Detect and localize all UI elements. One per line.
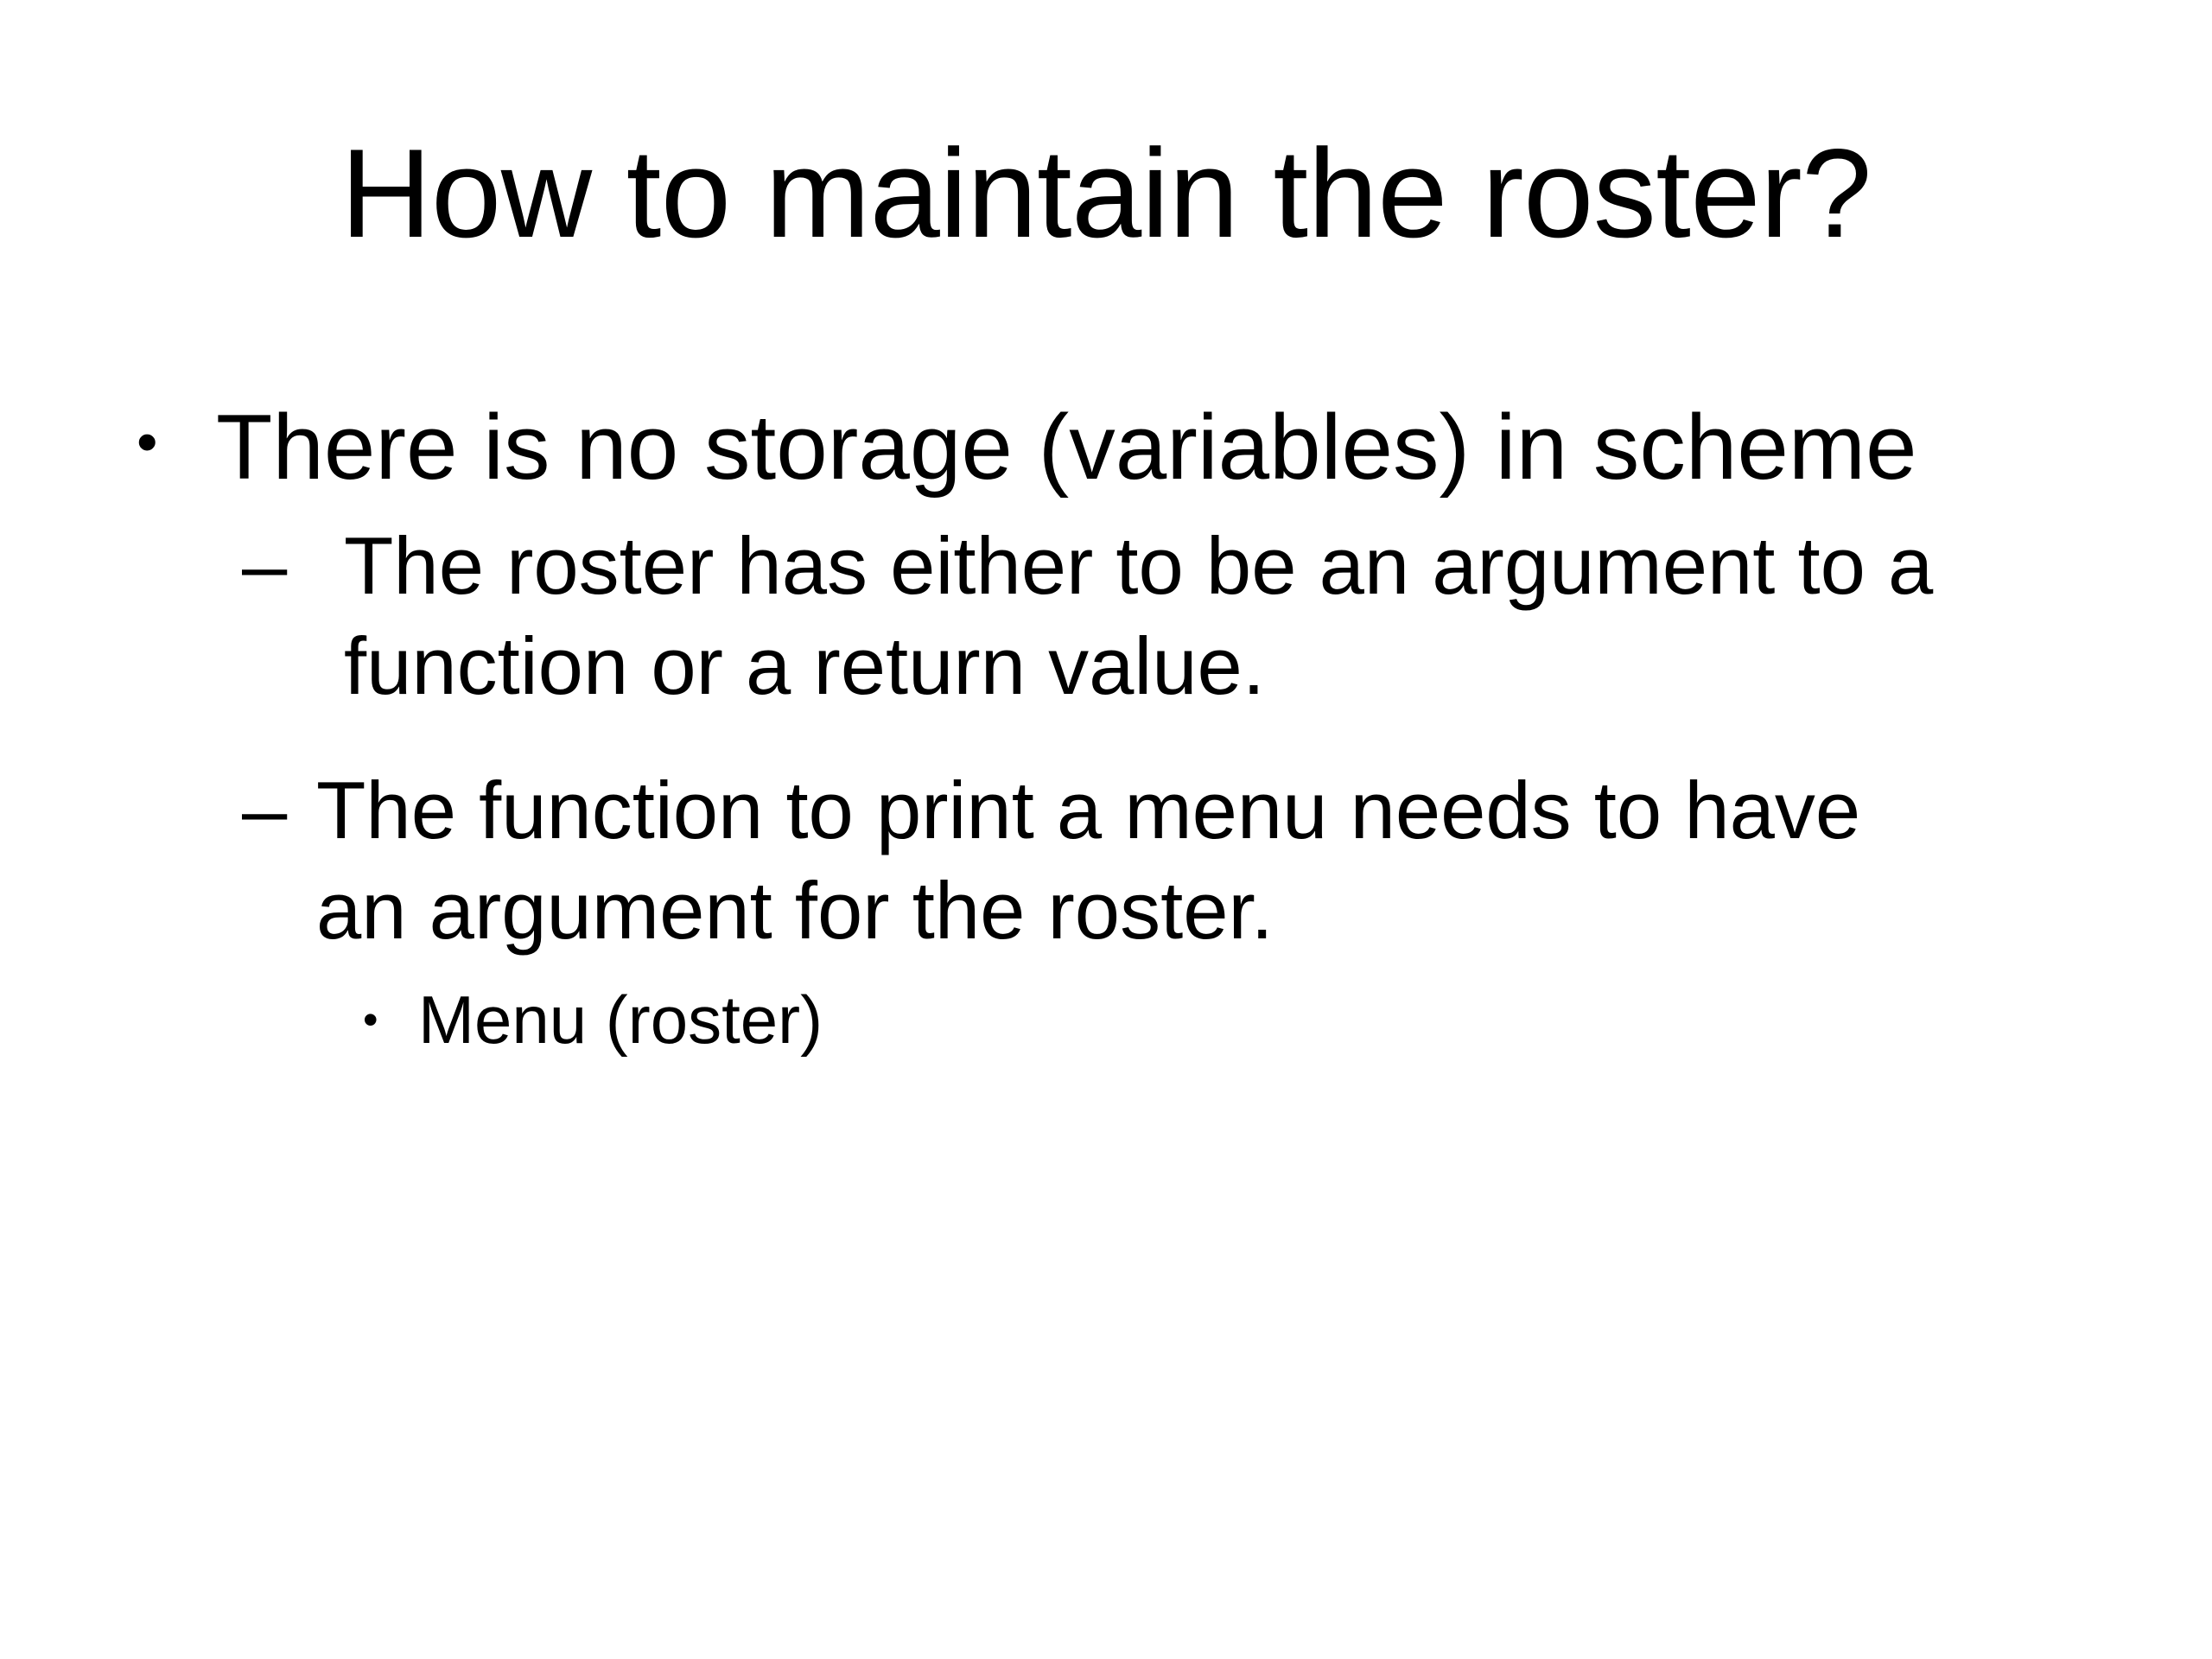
bullet-text-level3-menu: Menu (roster) [418, 981, 823, 1058]
bullet-item-level2-roster: – The roster has either to be an argumen… [242, 516, 2108, 715]
bullet-item-level3-menu: • Menu (roster) [363, 980, 2108, 1061]
bullet-text-level2-roster: The roster has either to be an argument … [344, 520, 1934, 711]
slide-title: How to maintain the roster? [340, 123, 1872, 264]
slide-body: • There is no storage (variables) in sch… [130, 393, 2108, 1060]
bullet-text-level2-menu-function: The function to print a menu needs to ha… [316, 765, 1861, 956]
bullet-item-level2-menu-function: – The function to print a menu needs to … [242, 760, 2108, 960]
bullet-text-level1: There is no storage (variables) in schem… [216, 395, 1917, 499]
bullet-dot-small-icon: • [363, 995, 378, 1044]
bullet-item-level1: • There is no storage (variables) in sch… [130, 393, 2108, 500]
bullet-dot-icon: • [137, 408, 158, 475]
bullet-spacer [130, 719, 2108, 760]
bullet-dash-icon: – [242, 519, 288, 611]
bullet-dash-icon: – [242, 764, 288, 855]
